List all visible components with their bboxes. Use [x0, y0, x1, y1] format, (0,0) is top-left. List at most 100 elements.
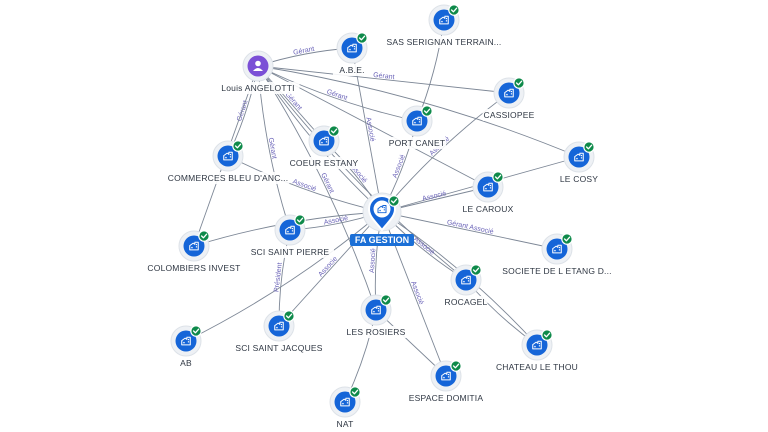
node-label-text: Louis ANGELOTTI [221, 83, 294, 93]
building-icon [532, 340, 542, 350]
node-label-text: COMMERCES BLEU D'ANC... [168, 173, 289, 183]
node-scisj[interactable]: SCI SAINT JACQUES [232, 310, 326, 354]
node-commerces[interactable]: COMMERCES BLEU D'ANC... [166, 140, 290, 184]
node-lecosy[interactable]: LE COSY [557, 141, 601, 185]
edge-label: Associé [392, 154, 407, 179]
edge-label: Gérant [319, 172, 335, 194]
node-abe[interactable]: A.B.E. [333, 32, 371, 76]
edge-line [381, 211, 558, 250]
node-label: NAT [333, 418, 357, 430]
node-disc [341, 37, 363, 59]
edge-label: Associé [422, 190, 448, 202]
node-label-text: SAS SERIGNAN TERRAIN... [387, 37, 502, 47]
node-label-text: SCI SAINT PIERRE [251, 247, 330, 257]
node-etang[interactable]: SOCIETE DE L ETANG D... [495, 233, 619, 277]
node-label: A.B.E. [333, 64, 371, 76]
edge-label: Gérant [267, 137, 278, 159]
node-label-text: LE CAROUX [463, 204, 514, 214]
check-badge-icon [380, 294, 392, 306]
node-disc [526, 334, 548, 356]
node-label-background [444, 296, 488, 308]
edge-label: Gérant [326, 89, 349, 103]
node-scisp[interactable]: SCI SAINT PIERRE [246, 214, 334, 258]
node-cassiopee[interactable]: CASSIOPEE [482, 77, 536, 121]
edge-louis-rocagel [257, 65, 467, 281]
node-ab[interactable]: AB [170, 325, 202, 369]
check-badge-icon [294, 214, 306, 226]
node-disc [268, 315, 290, 337]
node-fa[interactable]: FA GESTION [350, 192, 414, 246]
building-icon [319, 136, 329, 146]
check-badge-icon [349, 386, 361, 398]
node-label-text: PORT CANET [389, 138, 445, 148]
node-nat[interactable]: NAT [329, 386, 361, 430]
edge-label: Gérant [236, 100, 249, 123]
node-disc [455, 269, 477, 291]
node-label-text: A.B.E. [339, 65, 364, 75]
node-label-background [495, 361, 579, 373]
node-label: SCI SAINT PIERRE [246, 246, 334, 258]
edge-louis-cassiopee: Gérant [257, 65, 510, 94]
check-badge-icon [470, 264, 482, 276]
node-coeur[interactable]: COEUR ESTANY [290, 125, 359, 169]
node-label-text: ROCAGEL [445, 297, 488, 307]
node-disc [498, 82, 520, 104]
node-label-background [177, 357, 195, 369]
edge-line [257, 65, 489, 188]
node-label: COEUR ESTANY [290, 157, 358, 169]
node-label-text: SCI SAINT JACQUES [235, 343, 322, 353]
node-label-background [333, 418, 357, 430]
node-rocagel[interactable]: ROCAGEL [444, 264, 488, 308]
node-label: COLOMBIERS INVEST [147, 262, 241, 274]
node-disc [183, 235, 205, 257]
node-label-text: LES ROSIERS [347, 327, 406, 337]
building-icon [439, 15, 449, 25]
node-label-text: LE COSY [560, 174, 598, 184]
node-disc [365, 299, 387, 321]
edge-fa-ab [185, 211, 383, 342]
check-badge-icon [232, 140, 244, 152]
node-disc [433, 9, 455, 31]
check-badge-icon [198, 230, 210, 242]
node-rosiers[interactable]: LES ROSIERS [344, 294, 408, 338]
node-label: PORT CANET [388, 137, 446, 149]
building-icon [552, 244, 562, 254]
check-badge-icon [328, 125, 340, 137]
building-icon [461, 275, 471, 285]
node-label: ROCAGEL [444, 296, 488, 308]
edge-line [257, 65, 377, 311]
node-label-background [350, 234, 414, 246]
edge-label: Associé [317, 255, 339, 278]
node-label-background [407, 392, 485, 404]
node-portcanet[interactable]: PORT CANET [388, 105, 446, 149]
node-label-background [333, 64, 371, 76]
node-label-background [216, 82, 300, 94]
node-sas[interactable]: SAS SERIGNAN TERRAIN... [382, 4, 506, 48]
node-louis[interactable]: Louis ANGELOTTI [216, 50, 300, 94]
node-label: ESPACE DOMITIA [407, 392, 485, 404]
node-domitia[interactable]: ESPACE DOMITIA [407, 360, 485, 404]
node-disc [406, 110, 428, 132]
building-icon [574, 152, 584, 162]
building-icon [347, 43, 357, 53]
building-icon [189, 241, 199, 251]
node-chateau[interactable]: CHATEAU LE THOU [495, 329, 579, 373]
edge-label: Associé [409, 280, 424, 305]
node-label-background [482, 109, 536, 121]
check-badge-icon [541, 329, 553, 341]
building-icon [441, 371, 451, 381]
edge-label: Associé [369, 248, 377, 273]
node-lecaroux[interactable]: LE CAROUX [461, 171, 515, 215]
node-colombiers[interactable]: COLOMBIERS INVEST [147, 230, 241, 274]
edge-line [257, 65, 580, 158]
node-disc [334, 391, 356, 413]
node-label: LES ROSIERS [344, 326, 408, 338]
node-label: CASSIOPEE [482, 109, 536, 121]
building-icon [371, 305, 381, 315]
node-disc [435, 365, 457, 387]
building-icon [504, 88, 514, 98]
check-badge-icon [448, 4, 460, 16]
node-label-background [382, 36, 506, 48]
node-label: SAS SERIGNAN TERRAIN... [382, 36, 506, 48]
